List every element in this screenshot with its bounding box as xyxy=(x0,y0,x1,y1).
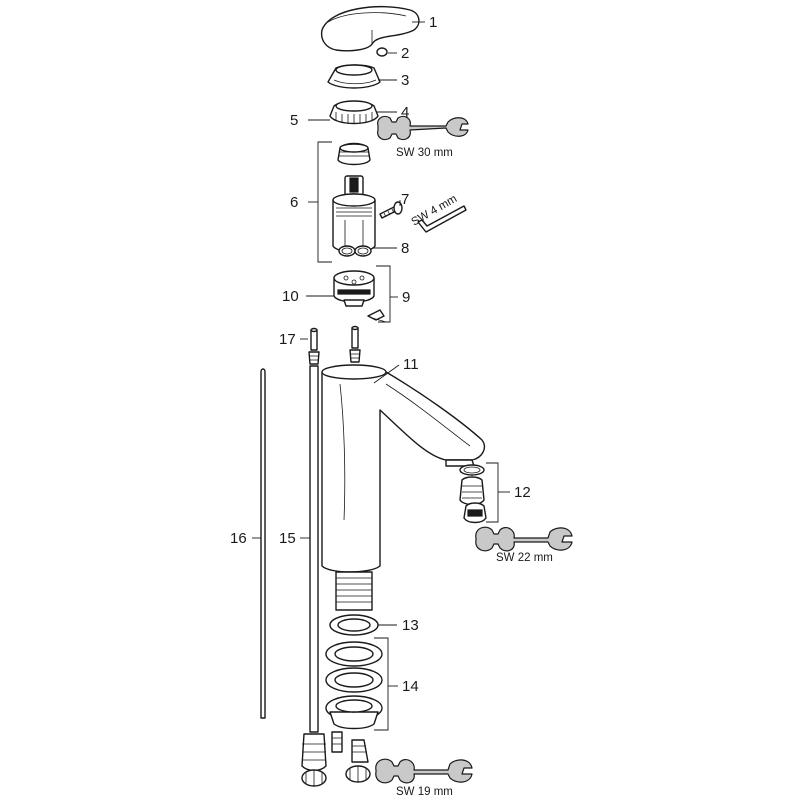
faucet-body xyxy=(321,364,486,573)
callout-9: 9 xyxy=(402,289,410,306)
callout-1: 1 xyxy=(429,14,437,31)
wrench-sw30 xyxy=(377,115,469,141)
body-thread xyxy=(335,571,373,611)
callout-14: 14 xyxy=(402,678,419,695)
valve-housing xyxy=(333,270,375,307)
leader-lines xyxy=(252,21,510,731)
callout-numbers: 1 2 3 4 5 6 7 8 9 10 11 12 13 14 15 16 1… xyxy=(230,14,531,695)
callout-4: 4 xyxy=(401,104,409,121)
callout-13: 13 xyxy=(402,617,419,634)
o-ring-pair xyxy=(338,245,372,257)
fixing-screw xyxy=(379,201,403,219)
bottom-fittings xyxy=(331,731,371,783)
extension-rod xyxy=(260,368,266,719)
mounting-rings xyxy=(325,641,383,730)
aerator-set xyxy=(459,464,487,524)
threaded-ring xyxy=(329,100,379,125)
callout-5: 5 xyxy=(290,112,298,129)
retaining-clip xyxy=(367,309,387,323)
cover-cap xyxy=(327,64,381,89)
callout-16: 16 xyxy=(230,530,247,547)
hex-key-sw4 xyxy=(417,205,467,233)
callout-11: 11 xyxy=(403,356,419,373)
flexible-hose xyxy=(301,365,327,787)
label-sw22: SW 22 mm xyxy=(496,552,553,564)
callout-15: 15 xyxy=(279,530,296,547)
lever-handle xyxy=(320,5,420,52)
cartridge-assembly xyxy=(332,142,376,253)
grub-screw xyxy=(376,47,388,57)
hose-connector-left xyxy=(308,327,320,365)
label-sw19: SW 19 mm xyxy=(396,786,453,798)
callout-3: 3 xyxy=(401,72,409,89)
label-sw30: SW 30 mm xyxy=(396,147,453,159)
callout-12: 12 xyxy=(514,484,531,501)
washer xyxy=(329,614,379,636)
callout-7: 7 xyxy=(401,191,409,208)
wrench-sw22 xyxy=(475,526,573,552)
callout-6: 6 xyxy=(290,194,298,211)
callout-17: 17 xyxy=(279,331,296,348)
wrench-sw19 xyxy=(375,758,473,784)
callout-10: 10 xyxy=(282,288,299,305)
callout-8: 8 xyxy=(401,240,409,257)
hose-connector-right xyxy=(349,325,361,363)
callout-2: 2 xyxy=(401,45,409,62)
